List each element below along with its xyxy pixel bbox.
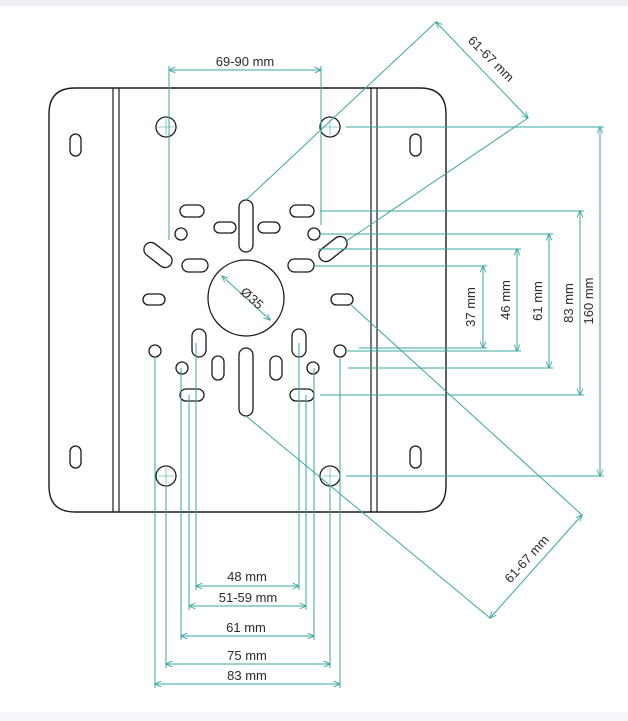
- dim-top-width: 69-90 mm: [216, 54, 275, 69]
- right-rail: [370, 88, 378, 512]
- edge-slots: [69, 133, 422, 469]
- dim-v-61: 61 mm: [530, 281, 545, 321]
- dim-h-48: 48 mm: [227, 569, 267, 584]
- dim-diagonal-bottom: 61-67 mm: [501, 532, 551, 586]
- dim-h-61: 61 mm: [226, 620, 266, 635]
- bottom-band: [0, 712, 628, 721]
- dim-v-37: 37 mm: [463, 287, 478, 327]
- dim-v-46: 46 mm: [498, 280, 513, 320]
- dim-h-75: 75 mm: [227, 648, 267, 663]
- dim-v-160: 160 mm: [581, 278, 596, 325]
- dim-diagonal-top: 61-67 mm: [465, 33, 517, 85]
- left-rail: [112, 88, 120, 512]
- dim-h-83: 83 mm: [227, 668, 267, 683]
- dim-v-83: 83 mm: [561, 283, 576, 323]
- top-band: [0, 0, 628, 6]
- dimension-lines: [155, 22, 604, 688]
- dim-h-51-59: 51-59 mm: [219, 590, 278, 605]
